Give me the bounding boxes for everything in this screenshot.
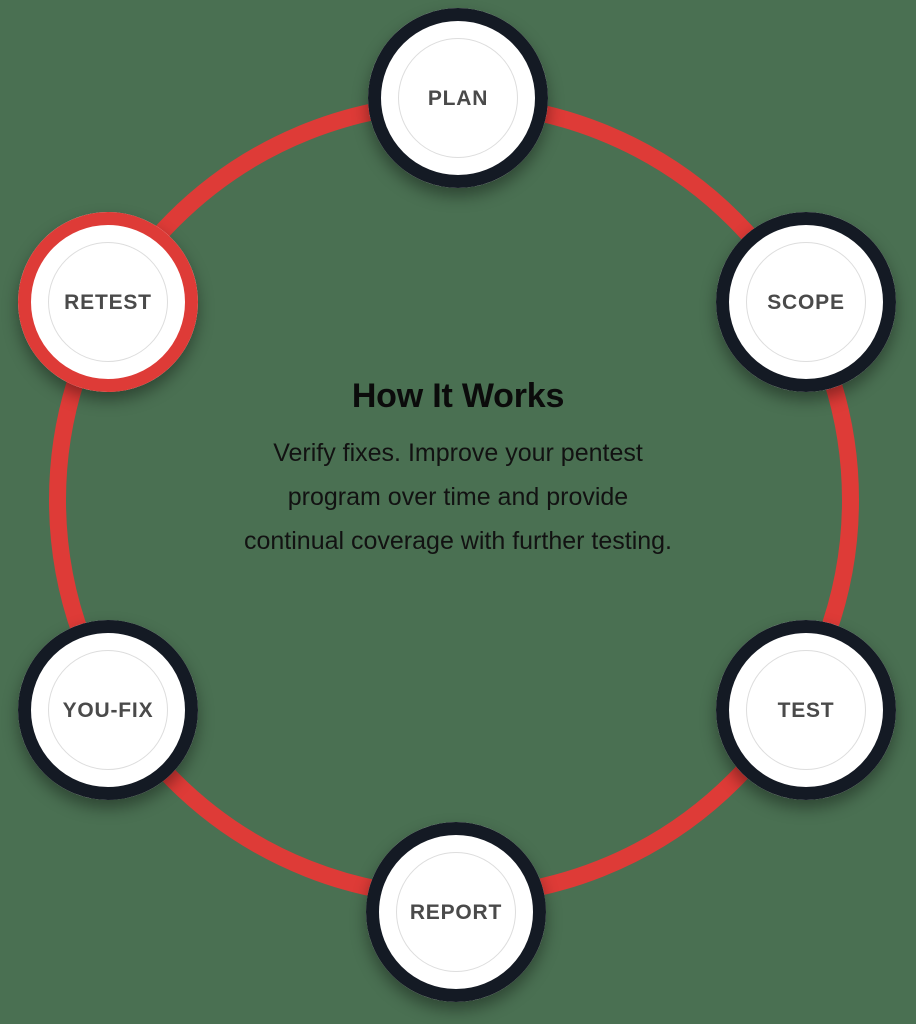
- page-title: How It Works: [351, 377, 565, 415]
- cycle-node-retest[interactable]: RETEST: [18, 212, 198, 392]
- description-line-1: Verify fixes. Improve your pentest: [273, 439, 643, 468]
- cycle-node-plan[interactable]: PLAN: [368, 8, 548, 188]
- cycle-node-label: PLAN: [427, 86, 489, 110]
- cycle-node-report[interactable]: REPORT: [366, 822, 546, 1002]
- description-line-2: program over time and provide: [287, 483, 629, 512]
- cycle-node-scope[interactable]: SCOPE: [716, 212, 896, 392]
- cycle-node-you-fix[interactable]: YOU-FIX: [18, 620, 198, 800]
- description-line-3: continual coverage with further testing.: [243, 527, 672, 556]
- cycle-node-label: SCOPE: [767, 290, 845, 314]
- cycle-node-label: TEST: [777, 698, 835, 722]
- cycle-node-label: REPORT: [409, 900, 503, 924]
- center-text-block: How It Works Verify fixes. Improve your …: [178, 377, 738, 563]
- cycle-node-label: RETEST: [64, 290, 152, 314]
- cycle-node-label: YOU-FIX: [62, 698, 154, 722]
- center-description: Verify fixes. Improve your pentest progr…: [178, 431, 738, 563]
- cycle-node-test[interactable]: TEST: [716, 620, 896, 800]
